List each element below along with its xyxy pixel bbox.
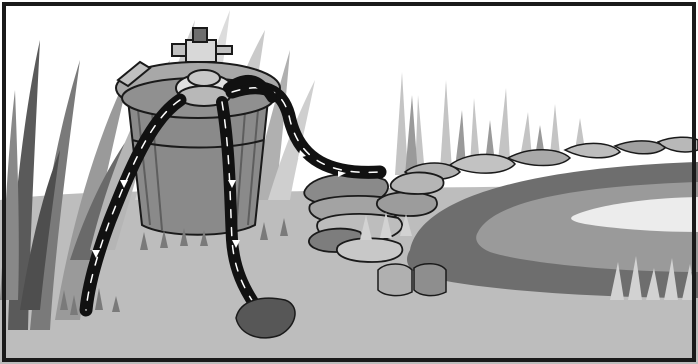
lid-handle-left	[116, 60, 152, 88]
puddle	[235, 297, 296, 339]
flow-arrow-icon	[298, 150, 306, 158]
flow-arrow-icon	[120, 180, 128, 188]
hoses	[79, 74, 387, 317]
top-valve-arm	[171, 43, 187, 57]
top-valve-body	[185, 39, 217, 63]
pond-water-highlight	[571, 197, 698, 232]
flow-arrow-icon	[228, 180, 236, 188]
top-valve-arm-right	[215, 45, 233, 55]
small-stones	[377, 263, 447, 297]
grass-tufts	[60, 218, 288, 315]
lid-center-cap	[187, 69, 221, 87]
pond	[407, 162, 698, 298]
pond-edge-stones	[403, 136, 698, 181]
hose-left-drain	[79, 93, 187, 317]
background-reeds-right	[395, 72, 585, 175]
flow-arrow-icon	[92, 250, 100, 258]
flow-arrow-icon	[338, 171, 346, 177]
flow-arrows	[92, 150, 346, 258]
top-valve-cap	[192, 27, 208, 43]
flow-arrow-icon	[232, 240, 240, 248]
grass-tufts-light	[360, 212, 696, 300]
hose-back	[223, 74, 277, 103]
